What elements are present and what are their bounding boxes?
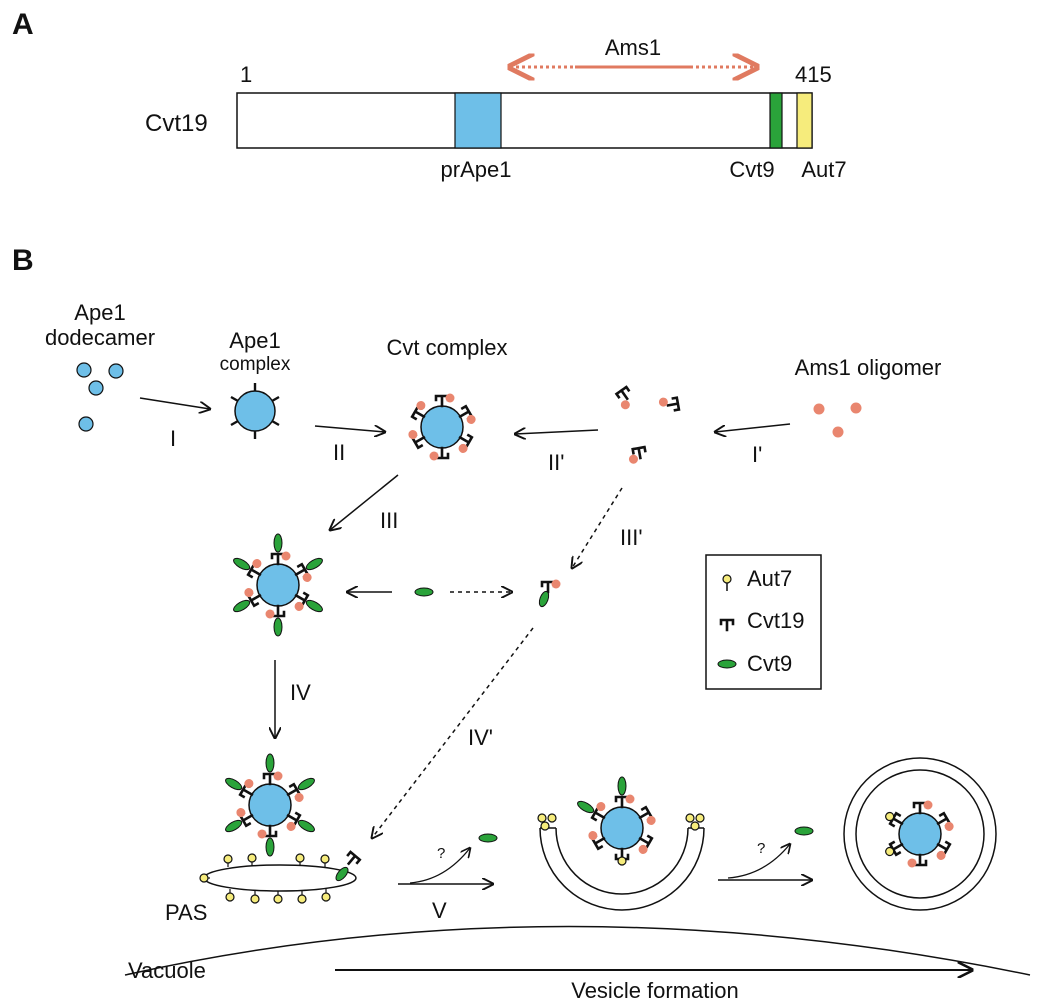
ams1-range-label: Ams1 <box>605 35 661 60</box>
prape1-domain-label: prApe1 <box>441 157 512 182</box>
step-i-prime-label: I' <box>752 442 762 467</box>
step-iv-label: IV <box>290 680 311 705</box>
protein-label: Cvt19 <box>145 110 208 137</box>
ape1-dodecamers <box>76 362 124 432</box>
step-i-label: I <box>170 426 176 451</box>
cvt9-domain-label: Cvt9 <box>729 157 774 182</box>
question-mark-1: ? <box>437 845 445 862</box>
question-mark-2: ? <box>757 840 765 857</box>
ape1-dodecamer-label-2: dodecamer <box>45 325 155 350</box>
ape1-complex <box>230 383 280 439</box>
step-iii-label: III <box>380 508 398 533</box>
vacuole-membrane <box>124 925 1031 976</box>
vacuole-label: Vacuole <box>128 958 206 983</box>
vesicle-formation-label: Vesicle formation <box>571 978 739 1003</box>
pas-membrane <box>199 850 362 904</box>
panel-b: B Ape1 dodecamer I Ape1 complex <box>12 244 1031 1003</box>
step-v-label: V <box>432 898 447 923</box>
aut7-icon <box>722 574 732 591</box>
cvt-complex <box>408 393 476 461</box>
ape1-dodecamer-label-1: Ape1 <box>74 300 125 325</box>
prape1-domain <box>454 92 502 149</box>
cvt19-ams1-units <box>615 385 681 464</box>
cvt19-domain-bar <box>236 92 813 149</box>
cvt9-free <box>414 587 434 597</box>
aut7-domain <box>796 92 813 149</box>
legend-aut7: Aut7 <box>747 566 792 591</box>
forming-vesicle <box>537 776 705 911</box>
cvt19-ams1-cvt9-unit <box>538 579 561 608</box>
step-iv-prime-label: IV' <box>468 725 493 750</box>
legend: Aut7 Cvt19 Cvt9 <box>705 554 822 690</box>
cvt-complex-at-pas <box>225 753 315 857</box>
cvt-complex-with-cvt9 <box>233 533 323 637</box>
step-iii-prime-label: III' <box>620 525 643 550</box>
legend-cvt9: Cvt9 <box>747 651 792 676</box>
step-ii-prime-label: II' <box>548 450 564 475</box>
ams1-oligomer-label: Ams1 oligomer <box>795 355 942 380</box>
end-residue: 415 <box>795 62 832 87</box>
panel-a-letter: A <box>12 8 34 41</box>
ape1-complex-label-1: Ape1 <box>229 328 280 353</box>
ams1-oligomers <box>813 402 862 438</box>
cvt9-domain <box>769 92 783 149</box>
cvt-complex-label: Cvt complex <box>386 335 507 360</box>
start-residue: 1 <box>240 62 252 87</box>
step-ii-label: II <box>333 440 345 465</box>
pas-label: PAS <box>165 900 207 925</box>
legend-cvt19: Cvt19 <box>747 608 804 633</box>
ape1-complex-label-2: complex <box>220 354 291 375</box>
cvt9-icon <box>717 659 737 669</box>
aut7-domain-label: Aut7 <box>801 157 846 182</box>
cvt-vesicle <box>843 757 997 911</box>
panel-b-letter: B <box>12 244 34 277</box>
panel-a: A Cvt19 1 415 Ams1 prApe1 Cvt9 Aut7 <box>12 8 847 182</box>
